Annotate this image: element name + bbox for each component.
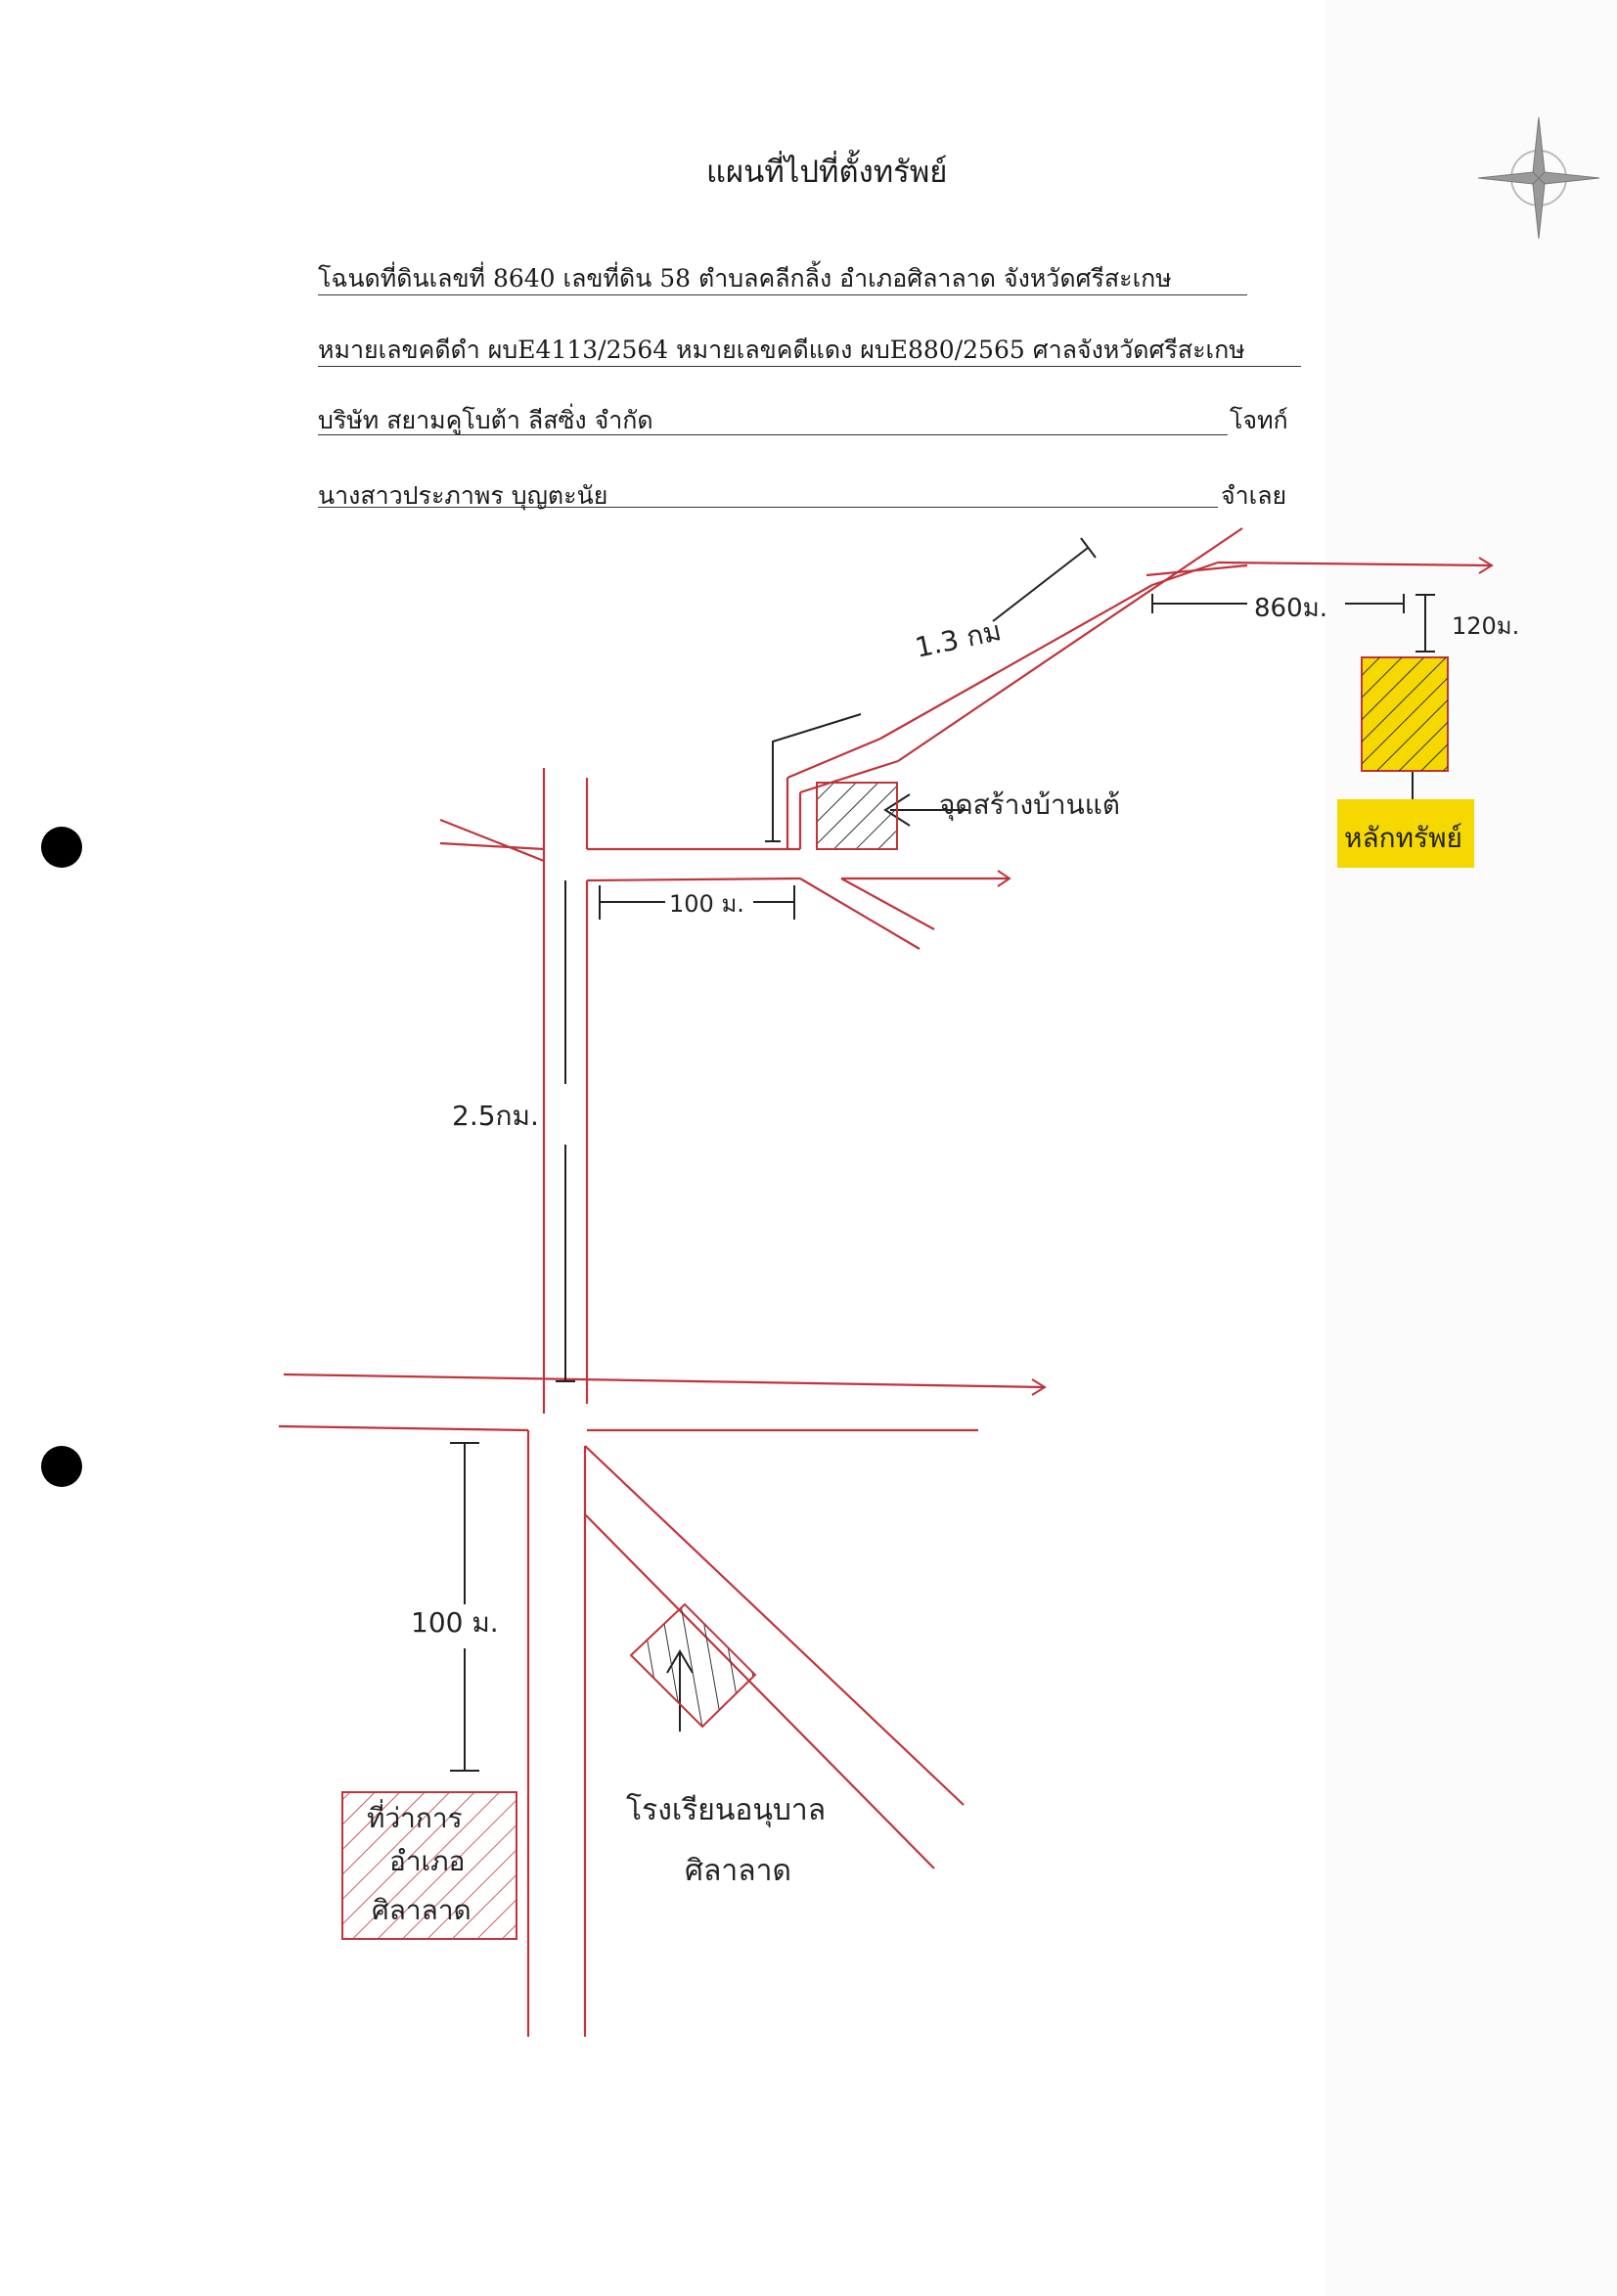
property-marker: [1361, 656, 1449, 772]
label-school-1: โรงเรียนอนุบาล: [626, 1792, 826, 1828]
page-title: แผนที่ไปที่ตั้งทรัพย์: [706, 155, 948, 190]
plaintiff-underline: [318, 434, 1228, 435]
dimension-markers: [450, 537, 1435, 1772]
label-district-office-3: ศิลาลาด: [372, 1894, 472, 1926]
label-district-office-1: ที่ว่าการ: [367, 1799, 463, 1834]
district-office-marker: [341, 1791, 517, 1940]
label-property: หลักทรัพย์: [1344, 822, 1462, 854]
label-100m-bottom: 100 ม.: [411, 1606, 499, 1639]
label-shop: จุดสร้างบ้านแต้: [939, 788, 1120, 822]
compass-rose-icon: [1477, 116, 1600, 240]
defendant-name: นางสาวประภาพร บุญตะนัย: [318, 481, 608, 510]
plaintiff-role: โจทก์: [1230, 406, 1288, 434]
label-120m: 120ม.: [1452, 612, 1519, 640]
label-district-office-2: อำเภอ: [389, 1845, 465, 1877]
label-860m: 860ม.: [1254, 594, 1327, 623]
road-arrows: [997, 557, 1494, 1396]
binder-hole: [41, 827, 82, 868]
binder-hole: [41, 1446, 82, 1487]
property-label-highlight: [1337, 799, 1474, 868]
deed-underline: [318, 294, 1247, 295]
shop-marker: [816, 782, 898, 850]
deed-line: โฉนดที่ดินเลขที่ 8640 เลขที่ดิน 58 ตำบลค…: [318, 264, 1172, 293]
case-underline: [318, 366, 1301, 367]
label-100m-top: 100 ม.: [669, 890, 744, 918]
label-school-2: ศิลาลาด: [685, 1854, 791, 1888]
case-line: หมายเลขคดีดำ ผบE4113/2564 หมายเลขคดีแดง …: [318, 336, 1245, 364]
defendant-role: จำเลย: [1221, 481, 1287, 510]
label-1-3km: 1.3 กม: [913, 614, 1005, 664]
plaintiff-name: บริษัท สยามคูโบต้า ลีสซิ่ง จำกัด: [318, 406, 653, 434]
page-edge: [1325, 0, 1617, 2296]
label-2-5km: 2.5กม.: [452, 1100, 539, 1132]
defendant-underline: [318, 507, 1218, 508]
school-marker: [629, 1602, 757, 1729]
